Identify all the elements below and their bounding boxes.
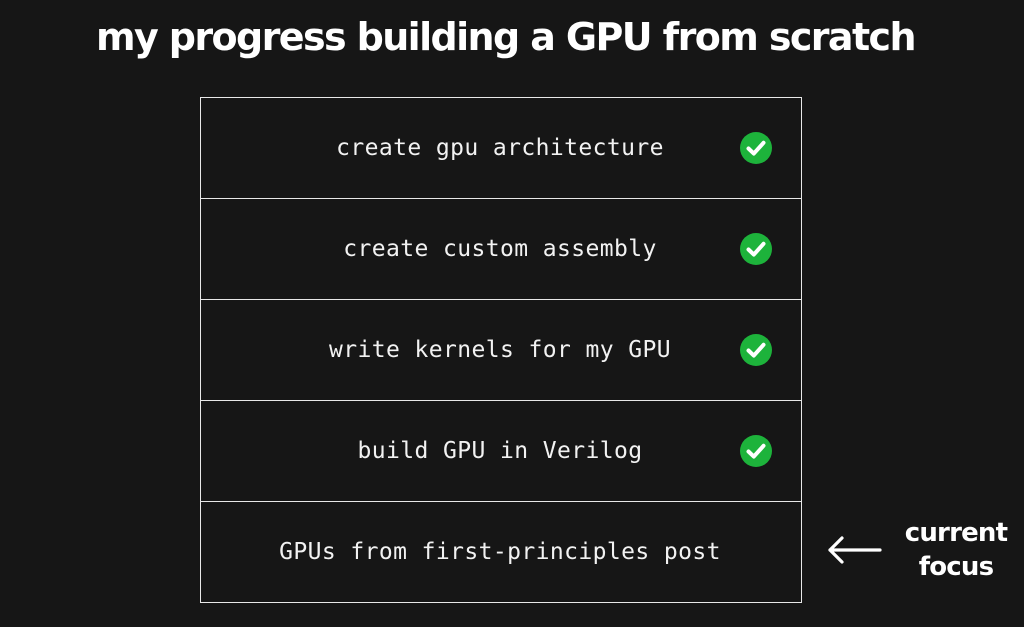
step-row: create custom assembly	[201, 199, 801, 300]
step-row: write kernels for my GPU	[201, 300, 801, 401]
step-label: create custom assembly	[343, 236, 657, 262]
progress-table: create gpu architecture create custom as…	[200, 97, 802, 603]
step-label: GPUs from first-principles post	[279, 539, 721, 565]
check-circle-icon	[739, 333, 773, 367]
step-label: write kernels for my GPU	[329, 337, 671, 363]
page-title: my progress building a GPU from scratch	[96, 15, 917, 59]
step-label: create gpu architecture	[336, 135, 664, 161]
annotation-line-1: current	[904, 518, 1008, 548]
step-row: create gpu architecture	[201, 98, 801, 199]
current-focus-annotation: current focus	[896, 516, 1016, 584]
annotation-line-2: focus	[918, 552, 994, 582]
check-circle-icon	[739, 131, 773, 165]
arrow-left-icon	[825, 534, 883, 566]
check-circle-icon	[739, 232, 773, 266]
check-circle-icon	[739, 434, 773, 468]
step-row-current: GPUs from first-principles post	[201, 502, 801, 602]
step-row: build GPU in Verilog	[201, 401, 801, 502]
step-label: build GPU in Verilog	[357, 438, 643, 464]
